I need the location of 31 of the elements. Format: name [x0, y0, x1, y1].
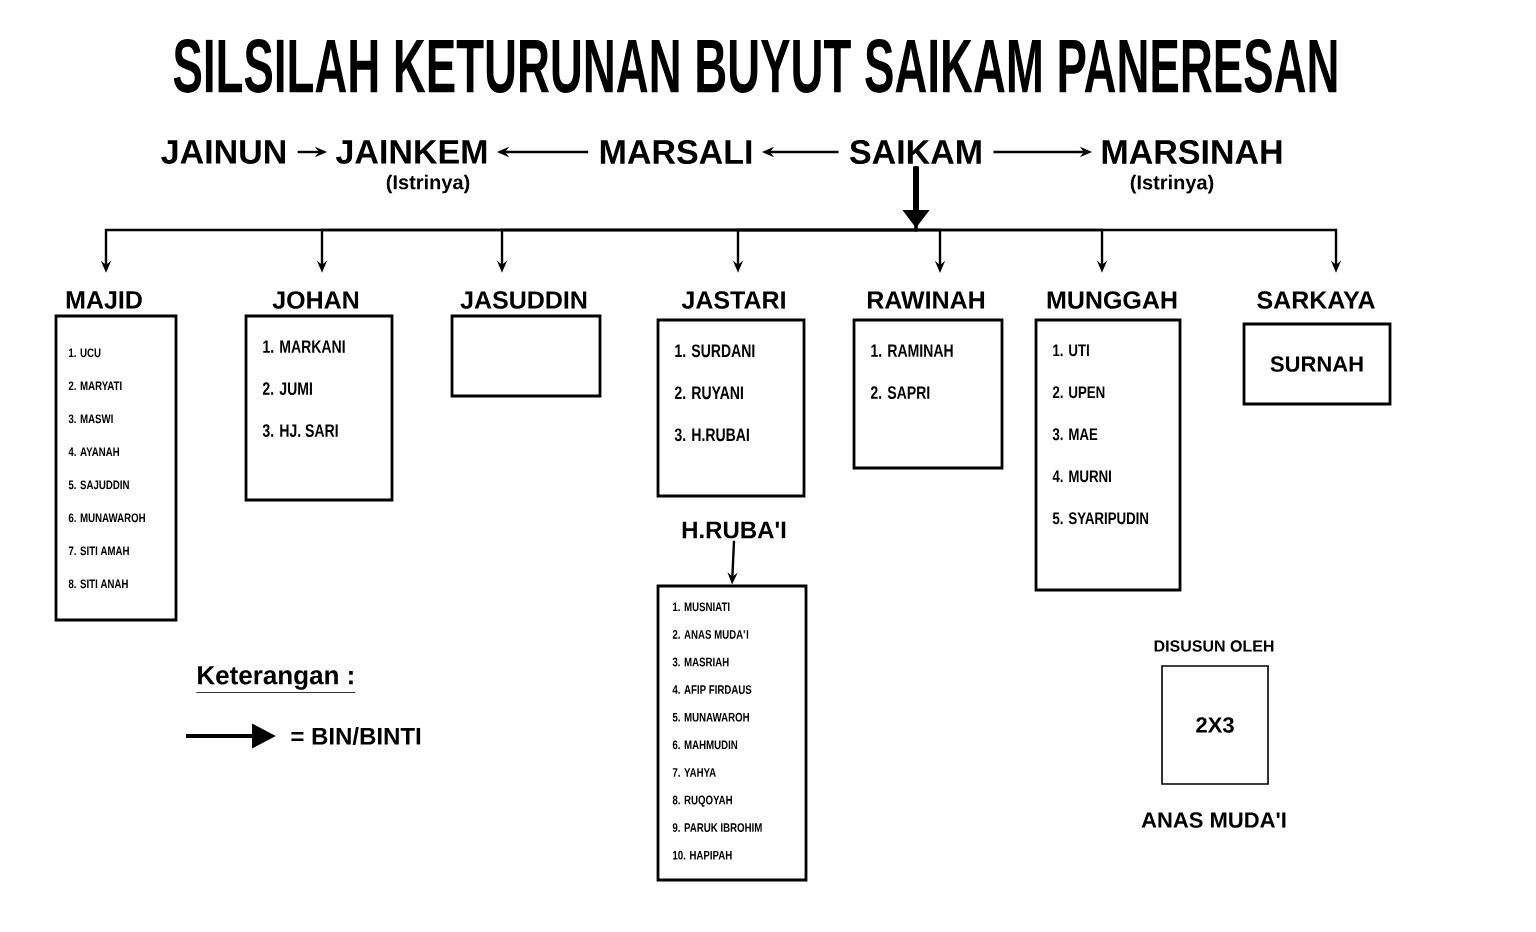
person-name: H.RUBA'I — [682, 521, 786, 539]
person-name: JASUDDIN — [460, 291, 587, 309]
node-label: 5. SYARIPUDIN — [1052, 512, 1149, 525]
spouse-note: (Istrinya) — [386, 174, 470, 194]
author-heading: DISUSUN OLEH — [1154, 640, 1274, 652]
person-name: MARSINAH — [1102, 139, 1282, 165]
person-name: SARKAYA — [1257, 291, 1375, 309]
node-label: 1. UTI — [1053, 344, 1089, 357]
person-name: JASTARI — [681, 291, 785, 309]
children-list-box: 1. RAMINAH 2. SAPRI — [852, 318, 1004, 470]
children-list-box: 1. SURDANI 2. RUYANI 3. H.RUBAI — [656, 318, 806, 498]
spouse-note: (Istrinya) — [1130, 174, 1214, 194]
person-name: JAINKEM — [336, 140, 487, 164]
children-list-box: SURNAH — [1242, 322, 1392, 406]
legend-title: Keterangan : — [196, 666, 356, 693]
node-label: 4. MURNI — [1052, 470, 1111, 483]
person-name: JAINUN — [161, 140, 285, 164]
children-list-box: 1. MARKANI 2. JUMI 3. HJ. SARI — [244, 314, 394, 502]
node-label: 2. UPEN — [1052, 386, 1105, 399]
author-name: ANAS MUDA'I — [1141, 812, 1286, 828]
person-name: MARSALI — [600, 139, 752, 165]
children-list-box: 1. UTI 2. UPEN 3. MAE 4. MURNI 5. SYARIPUDIN — [1034, 318, 1182, 592]
person-name: MUNGGAH — [1047, 291, 1177, 309]
person-name: JOHAN — [272, 291, 359, 309]
legend-text: = BIN/BINTI — [291, 727, 421, 745]
title: SILSILAH KETURUNAN BUYUT SAIKAM PANERESAN — [173, 39, 1337, 93]
node-label: 3. MAE — [1052, 428, 1098, 441]
author-box: 2X3 — [1161, 665, 1269, 785]
person-name: RAWINAH — [867, 291, 985, 309]
person-name: SAIKAM — [849, 139, 981, 165]
person-name: MAJID — [66, 291, 142, 309]
